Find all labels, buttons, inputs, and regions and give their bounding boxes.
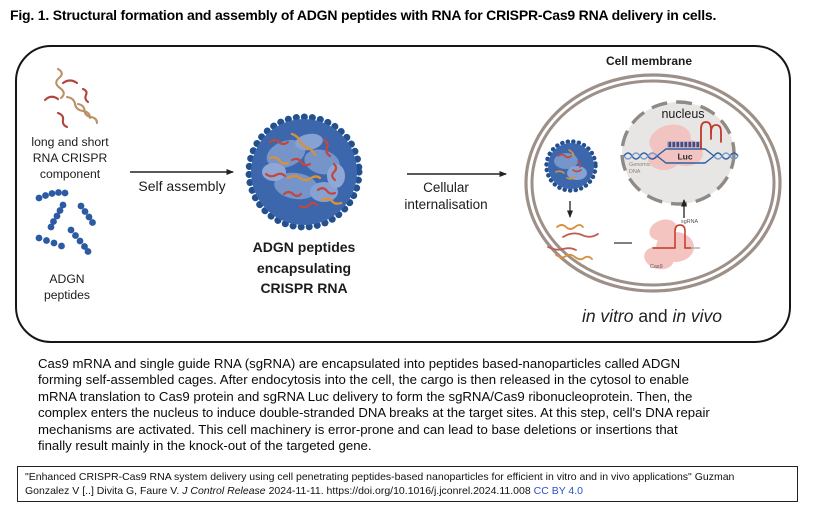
figure-panel: Luc Genomic DNA (15, 45, 791, 343)
released-rna-illustration (547, 224, 599, 261)
adgn-peptide-chains-illustration (35, 189, 96, 255)
in-vivo-text: in vivo (672, 306, 723, 326)
citation-line2: Gonzalez V [..] Divita G, Faure V. J Con… (25, 484, 790, 498)
caption-line: mechanisms are activated. This cell mach… (38, 421, 678, 437)
figure-title: Fig. 1. Structural formation and assembl… (10, 7, 717, 23)
citation-journal: J Control Release (182, 485, 266, 498)
cas9-label: Cas9 (650, 264, 663, 270)
nanoparticle-illustration (245, 113, 363, 231)
citation-line1: "Enhanced CRISPR-Cas9 RNA system deliver… (25, 471, 735, 483)
rna-strands-illustration (43, 67, 99, 129)
adgn-peptides-label: ADGN peptides (43, 272, 91, 302)
nucleus-label: nucleus (661, 107, 705, 121)
caption-line: forming self-assembled cages. After endo… (38, 372, 689, 388)
genomic-dna-label-line2: DNA (629, 169, 641, 175)
internalised-nanoparticle-illustration (544, 139, 598, 193)
in-vitro-text: in vitro (581, 306, 634, 326)
nucleus-illustration: Luc Genomic DNA (620, 100, 739, 206)
diagram-canvas: Luc Genomic DNA (35, 67, 782, 293)
caption-line: finally result mainly in the knock-out o… (38, 438, 372, 454)
caption-line: complex enters the nucleus to induce dou… (38, 405, 710, 421)
sgrna-hairpin-nucleus-illustration (700, 121, 722, 150)
citation-date-doi: 2024-11-11. https://doi.org/10.1016/j.jc… (265, 485, 534, 498)
caption-line: mRNA translation to Cas9 protein and sgR… (38, 388, 693, 404)
caption-line: Cas9 mRNA and single guide RNA (sgRNA) a… (38, 356, 681, 371)
figure-caption: Cas9 mRNA and single guide RNA (sgRNA) a… (38, 356, 790, 454)
self-assembly-label: Self assembly (138, 178, 226, 194)
rna-component-label: long and short RNA CRISPR component (31, 135, 109, 181)
cc-by-license-link[interactable]: CC BY 4.0 (533, 485, 584, 498)
genomic-dna-label-line1: Genomic (629, 162, 651, 168)
luc-label: Luc (677, 152, 692, 162)
citation-box: "Enhanced CRISPR-Cas9 RNA system deliver… (17, 466, 798, 503)
nanoparticle-label: ADGN peptides encapsulating CRISPR RNA (252, 239, 356, 296)
cas9-rnp-illustration: sgRNA Cas9 (644, 219, 700, 270)
sgrna-label: sgRNA (681, 219, 698, 225)
cellular-internalisation-label: Cellular internalisation (404, 180, 488, 212)
cell-membrane-label: Cell membrane (605, 54, 693, 68)
citation-authors: Gonzalez V [..] Divita G, Faure V. (25, 485, 183, 498)
and-text: and (633, 306, 673, 326)
in-vitro-in-vivo-label: in vitro and in vivo (532, 306, 772, 327)
genomic-dna-illustration (623, 141, 739, 164)
